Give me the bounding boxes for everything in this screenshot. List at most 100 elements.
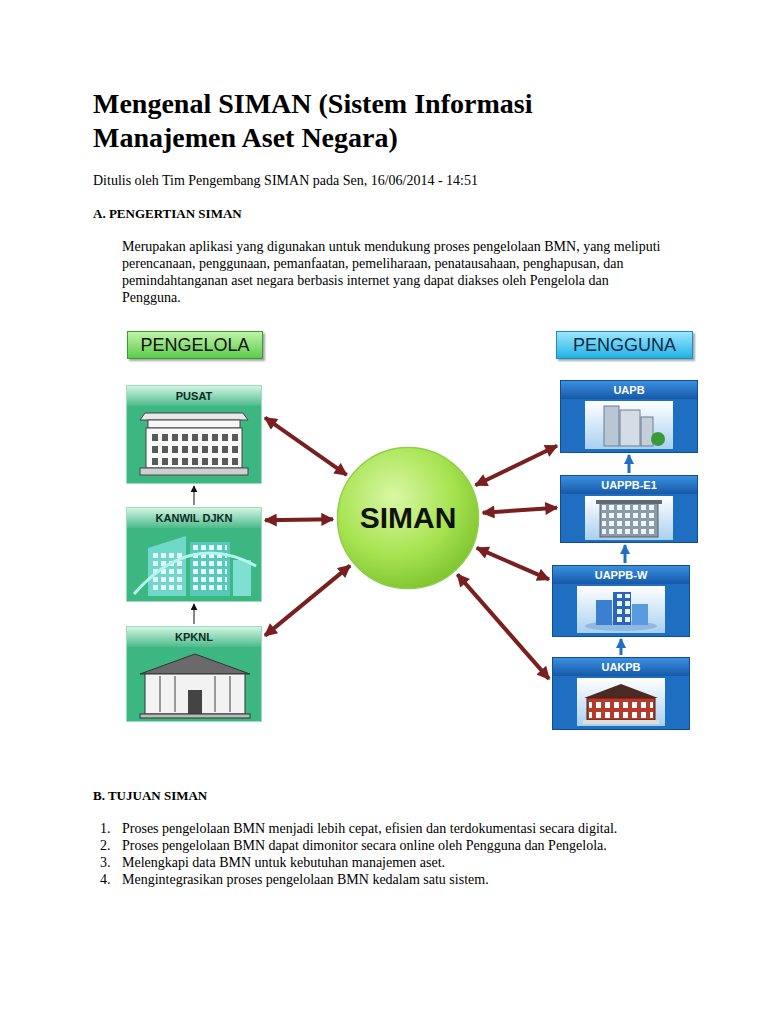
office-box: PUSAT xyxy=(126,385,262,484)
pusat-building-art-part xyxy=(140,468,248,475)
kanwil-building-art-part xyxy=(126,507,262,602)
list-number: 2. xyxy=(100,837,120,854)
list-item: Proses pengelolaan BMN dapat dimonitor s… xyxy=(122,837,647,854)
list-number: 3. xyxy=(100,854,120,871)
uapb-building-art-part xyxy=(585,401,673,449)
uappb-w-building-art-part xyxy=(552,565,690,637)
uappb-e1-building-art-part xyxy=(602,504,656,535)
double-arrow xyxy=(483,508,557,513)
node-label: UAKPB xyxy=(553,658,689,676)
kpknl-building-art-part xyxy=(126,626,262,722)
uappb-w-building-art xyxy=(552,565,690,637)
kpknl-building-art-part xyxy=(145,674,245,714)
hierarchy-arrow xyxy=(194,604,195,624)
list-item: Melengkapi data BMN untuk kebutuhan mana… xyxy=(122,854,647,871)
node-label: UAPB xyxy=(561,381,697,399)
kanwil-building-art-part xyxy=(134,553,256,594)
uappb-w-building-art-part xyxy=(596,600,612,625)
uappb-w-building-art-part xyxy=(632,604,648,625)
node-label: KANWIL DJKN xyxy=(127,508,261,528)
section-heading-slot: B. TUJUAN SIMAN xyxy=(93,787,693,804)
uakpb-building-art-part xyxy=(577,678,665,726)
node-label: SIMAN xyxy=(360,501,457,535)
page-title: Mengenal SIMAN (Sistem Informasi Manajem… xyxy=(93,87,653,155)
unit-box: UAPPB-E1 xyxy=(560,475,698,543)
node-label: PUSAT xyxy=(127,386,261,406)
kpknl-building-art-part xyxy=(229,676,231,712)
node-label: PENGELOLA xyxy=(140,334,249,356)
office-box: KPKNL xyxy=(126,626,262,722)
kpknl-building-art-part xyxy=(188,690,202,714)
kanwil-building-art-part xyxy=(190,542,230,596)
uakpb-building-art-part xyxy=(583,720,659,724)
kpknl-building-art xyxy=(126,626,262,722)
byline-slot: Ditulis oleh Tim Pengembang SIMAN pada S… xyxy=(93,172,733,189)
kpknl-building-art-part xyxy=(174,676,176,712)
pusat-building-art-part xyxy=(146,428,242,468)
section-heading: A. PENGERTIAN SIMAN xyxy=(93,205,693,222)
list-number: 1. xyxy=(100,820,120,837)
list-item-slot: Proses pengelolaan BMN dapat dimonitor s… xyxy=(122,837,647,854)
circle-shape xyxy=(337,447,478,588)
uakpb-building-art-part xyxy=(587,698,655,720)
kpknl-building-art-part xyxy=(214,676,216,712)
node-label: PENGGUNA xyxy=(573,334,676,356)
unit-box: UAPB xyxy=(560,380,698,453)
kpknl-building-art-part xyxy=(140,654,250,674)
double-arrow xyxy=(475,446,557,486)
double-arrow xyxy=(457,574,549,678)
kpknl-building-art-part xyxy=(140,714,250,718)
paragraph: Merupakan aplikasi yang digunakan untuk … xyxy=(122,238,667,306)
pusat-building-art xyxy=(126,385,262,484)
title-slot: Mengenal SIMAN (Sistem Informasi Manajem… xyxy=(93,87,653,155)
uakpb-building-art-part xyxy=(552,657,690,730)
node-label: UAPPB-E1 xyxy=(561,476,697,494)
kanwil-building-art xyxy=(126,507,262,602)
list-number: 4. xyxy=(100,871,120,888)
uappb-e1-building-art-part xyxy=(560,475,698,543)
double-arrow xyxy=(265,418,347,475)
system-circle: SIMAN xyxy=(336,446,480,590)
hierarchy-arrow xyxy=(624,545,627,563)
section-heading: B. TUJUAN SIMAN xyxy=(93,787,693,804)
pusat-building-art-part xyxy=(126,385,262,484)
hierarchy-arrow xyxy=(194,486,195,505)
uappb-e1-building-art-part xyxy=(585,496,673,540)
group-header: PENGELOLA xyxy=(127,331,263,359)
hierarchy-arrow xyxy=(628,455,631,473)
uappb-w-building-art-part xyxy=(577,586,665,633)
uakpb-building-art-part xyxy=(584,684,658,698)
uapb-building-art-part xyxy=(620,410,640,446)
uapb-building-art xyxy=(560,380,698,453)
list-item-slot: Mengintegrasikan proses pengelolaan BMN … xyxy=(122,871,647,888)
unit-box: UAPPB-W xyxy=(552,565,690,637)
kanwil-building-art-part xyxy=(233,560,251,596)
list-number-slot: 4. xyxy=(100,871,120,888)
node-label: UAPPB-W xyxy=(553,566,689,584)
node-label: KPKNL xyxy=(127,627,261,647)
list-number-slot: 2. xyxy=(100,837,120,854)
pusat-building-art-part xyxy=(150,430,240,466)
uapb-building-art-part xyxy=(651,432,665,446)
unit-box: UAKPB xyxy=(552,657,690,730)
list-item-slot: Proses pengelolaan BMN menjadi lebih cep… xyxy=(122,820,647,837)
byline: Ditulis oleh Tim Pengembang SIMAN pada S… xyxy=(93,172,733,189)
pusat-building-art-part xyxy=(140,413,248,420)
uapb-building-art-part xyxy=(604,406,619,446)
kpknl-building-art-part xyxy=(159,676,161,712)
paragraph-slot: Merupakan aplikasi yang digunakan untuk … xyxy=(122,238,667,306)
pusat-building-art-part xyxy=(148,420,240,428)
list-item-slot: Melengkapi data BMN untuk kebutuhan mana… xyxy=(122,854,647,871)
uappb-e1-building-art-part xyxy=(596,500,662,504)
uapb-building-art-part xyxy=(560,380,698,453)
uappb-w-building-art-part xyxy=(614,594,630,624)
double-arrow xyxy=(265,519,333,520)
uappb-w-building-art-part xyxy=(613,592,631,625)
office-box: KANWIL DJKN xyxy=(126,507,262,602)
uappb-e1-building-art-part xyxy=(600,502,658,537)
double-arrow xyxy=(477,548,549,579)
list-item: Proses pengelolaan BMN menjadi lebih cep… xyxy=(122,820,647,837)
section-heading-slot: A. PENGERTIAN SIMAN xyxy=(93,205,693,222)
uapb-building-art-part xyxy=(641,417,653,446)
